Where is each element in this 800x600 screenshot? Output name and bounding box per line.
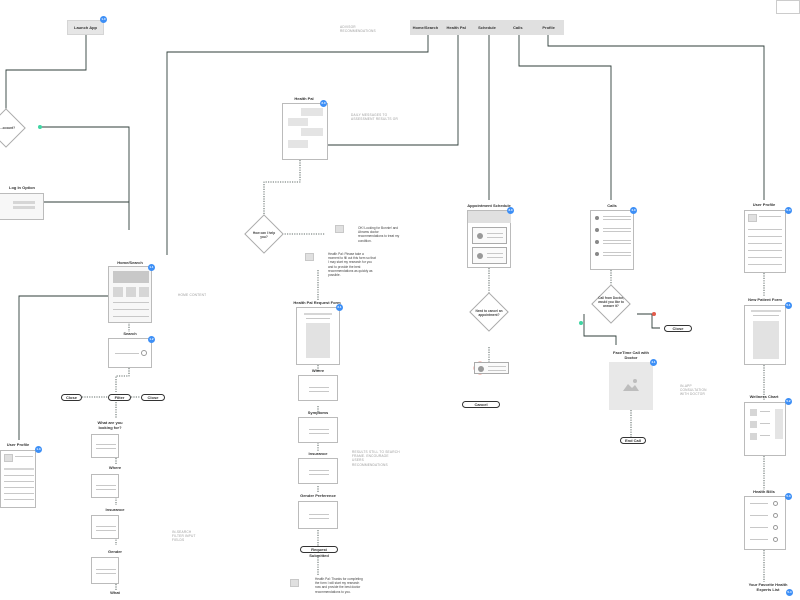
badge-calls: 4.0 [630,207,637,214]
magnifier-icon [141,350,147,356]
top-center-note: ADVISOR RECOMMENDATIONS [340,25,376,34]
badge-profile: 5.0 [785,207,792,214]
health-bills-screen [744,496,786,550]
pal-avatar [305,253,314,261]
badge-wellness: 5.2 [785,398,792,405]
health-pal-title: Health Pal [294,96,314,101]
form-step-box-4 [298,501,338,529]
form-step-insurance: Insurance [308,451,328,456]
account-decision-label: ...ccount? [0,126,16,130]
search-step-what-looking: What are you looking for? [97,420,123,430]
user-profile-left-screen [0,450,36,508]
wellness-title: Wellness Chart [749,394,779,399]
nav-health-pal[interactable]: Health Pal [446,25,466,30]
close-left-button[interactable]: Close [61,394,82,401]
call-note: IN-APP CONSULTATION WITH DOCTOR [680,384,707,397]
form-note: RESULTS STILL TO SEARCH FRAME. ENCOURAGE… [352,450,400,467]
close-mid-button[interactable]: Close [141,394,165,401]
search-step-box-2 [91,474,119,498]
request-form-title: Health Pal Request Form [293,300,341,305]
health-bills-title: Health Bills [753,489,775,494]
yes-dot-calls [579,321,583,325]
user-profile-left-title: User Profile [6,442,30,447]
badge-favorites: 5.4 [786,589,793,596]
login-screen [0,193,44,220]
badge-appt: 3.0 [507,207,514,214]
form-step-box-1 [298,375,338,401]
user-avatar [335,225,344,233]
search-screen [108,338,152,368]
form-step-symptoms: Symptoms [307,410,329,415]
user-message: OK! Looking for Bonnie! and Abrams docto… [358,226,400,243]
search-step-box-4 [91,557,119,584]
badge-user-left: 1.3 [35,446,42,453]
end-call-button[interactable]: End Call [620,437,646,444]
no-dot [652,312,656,316]
search-step-what: What [110,590,120,595]
home-content-note: HOME CONTENT [178,293,207,297]
new-patient-title: New Patient Form [748,297,782,302]
corner-frame [776,0,800,14]
calls-screen [590,210,634,270]
badge-home: 1.1 [148,264,155,271]
appointment-row [474,362,509,374]
login-title: Log In Option [9,185,35,190]
form-step-gender: Gender Preference [300,493,336,498]
search-step-box-3 [91,515,119,539]
search-title: Search [123,331,137,336]
image-placeholder-icon [623,379,639,391]
calls-title: Calls [607,203,617,208]
badge-facetime: 4.1 [650,359,657,366]
top-navigation[interactable]: Home/Search Health Pal Schedule Calls Pr… [410,20,564,35]
badge-bills: 5.3 [785,493,792,500]
cancel-decision-label: Need to cancel an appointment? [475,309,503,318]
home-search-screen [108,266,152,323]
pal-avatar-2 [290,579,299,587]
form-step-box-2 [298,417,338,443]
badge-request: 2.1 [336,304,343,311]
favorite-experts-title: Your Favorite Health Experts List [748,582,788,592]
user-profile-right-title: User Profile [752,202,776,207]
user-profile-right-screen [744,210,786,273]
search-step-where: Where [108,465,122,470]
home-search-title: Home/Search [117,260,143,265]
call-decision-label: Call from Doctor, would you like to answ… [598,296,624,309]
nav-home-search[interactable]: Home/Search [412,25,439,30]
nav-schedule[interactable]: Schedule [478,25,496,30]
facetime-screen [609,362,653,410]
request-submitted-button[interactable]: Request Submitted [300,546,338,558]
badge-search: 1.2 [148,336,155,343]
launch-app-box[interactable]: Launch App [67,20,104,35]
request-form-screen [296,307,340,365]
badge-pal: 2.0 [320,100,327,107]
search-step-gender: Gender [107,549,122,554]
search-step-insurance: Insurance [105,507,125,512]
pal-reply: Health Pal: Please take a moment to fill… [328,252,376,278]
health-pal-screen [282,103,328,160]
pal-note: DAILY MESSAGES TO ASSESSMENT RESULTS OR [351,113,398,122]
wellness-screen [744,402,786,456]
filter-note: IN-SEARCH FILTER INPUT FIELDS [172,530,196,543]
appointment-screen [467,210,511,268]
badge-new-patient: 5.1 [785,302,792,309]
help-decision-label: How can I help you? [252,231,276,240]
nav-calls[interactable]: Calls [513,25,523,30]
filter-button[interactable]: Filter [108,394,131,401]
nav-profile[interactable]: Profile [542,25,555,30]
search-step-box-1 [91,434,119,458]
cancel-button[interactable]: Cancel [462,401,500,408]
yes-dot [38,125,42,129]
form-step-box-3 [298,458,338,484]
appointment-schedule-title: Appointment Schedule [467,203,511,208]
badge-launch: 1.0 [100,16,107,23]
close-calls-button[interactable]: Close [664,325,692,332]
facetime-title: FaceTime Call with Doctor [613,350,649,360]
pal-thanks: Health Pal: Thanks for completing the fo… [315,577,363,594]
form-step-where: Where [311,368,325,373]
new-patient-screen [744,305,786,365]
